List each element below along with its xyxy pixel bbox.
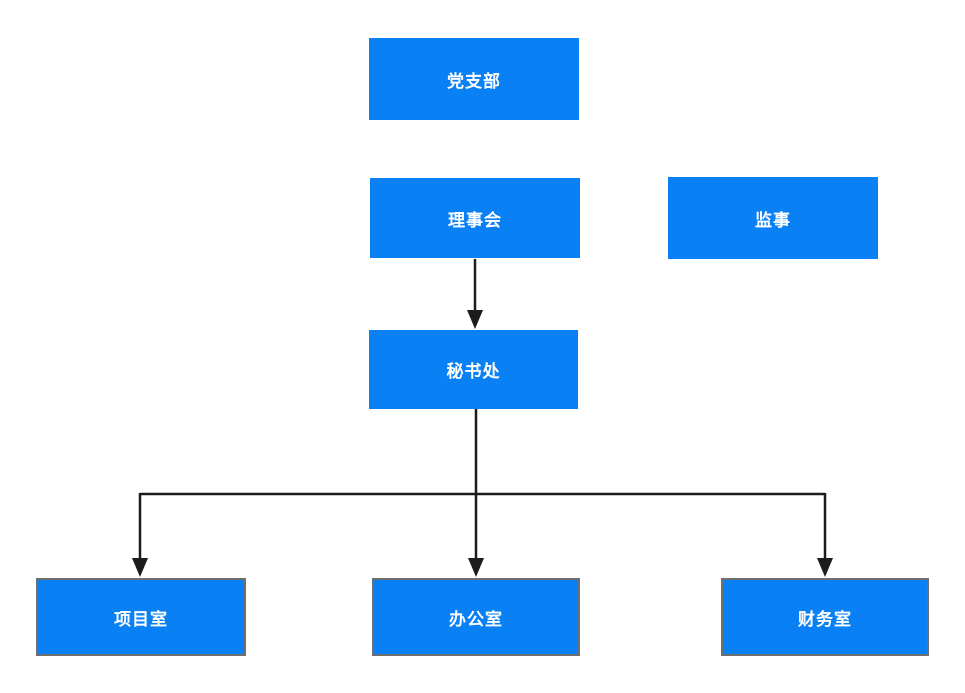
node-supervisor: 监事 bbox=[668, 177, 878, 259]
node-secretariat: 秘书处 bbox=[369, 330, 578, 409]
node-label: 党支部 bbox=[447, 71, 501, 91]
node-label: 办公室 bbox=[449, 609, 503, 629]
node-label: 理事会 bbox=[448, 210, 502, 230]
node-general-office: 办公室 bbox=[372, 578, 580, 656]
node-label: 项目室 bbox=[114, 609, 168, 629]
node-council: 理事会 bbox=[370, 178, 580, 258]
arrow-secretariat-to-finance-office bbox=[817, 493, 833, 577]
arrow-secretariat-to-general-office bbox=[468, 494, 484, 577]
arrow-council-to-secretariat bbox=[467, 259, 483, 329]
node-finance-office: 财务室 bbox=[721, 578, 929, 656]
arrow-secretariat-to-project-office bbox=[132, 493, 148, 577]
node-label: 监事 bbox=[755, 210, 791, 230]
node-party-branch: 党支部 bbox=[369, 38, 579, 120]
node-label: 秘书处 bbox=[446, 362, 501, 381]
node-project-office: 项目室 bbox=[36, 578, 246, 656]
node-label: 财务室 bbox=[798, 609, 852, 629]
